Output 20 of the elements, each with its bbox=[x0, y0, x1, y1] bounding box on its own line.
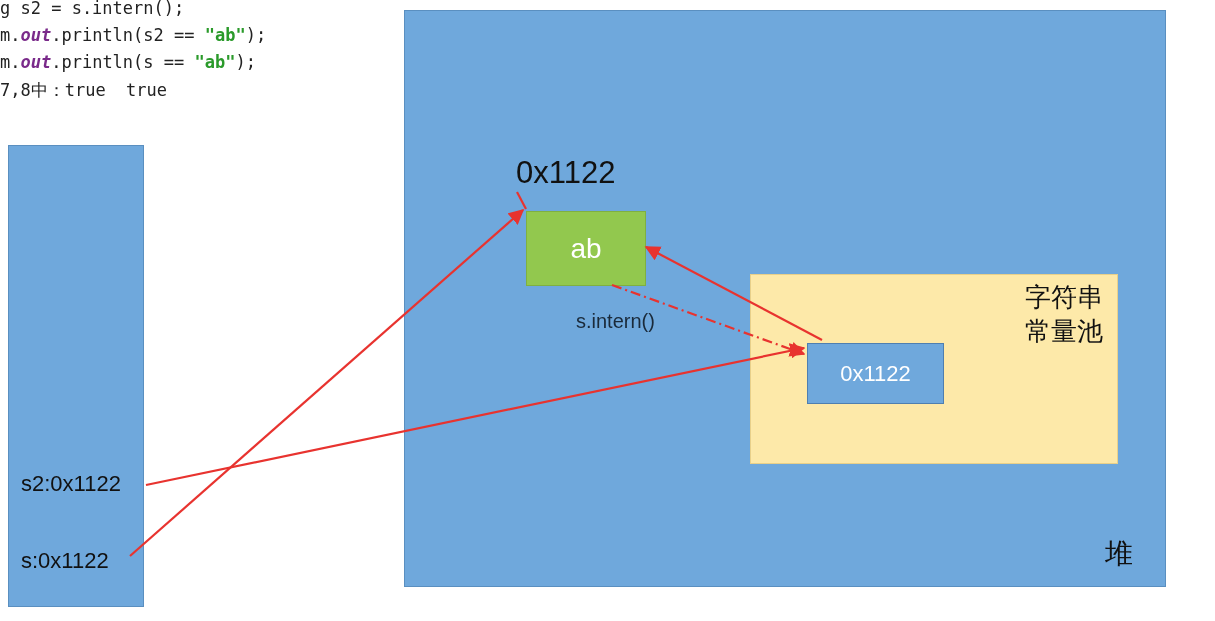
panel-label: 堆 bbox=[1105, 536, 1133, 571]
code-line: g s2 = s.intern(); bbox=[0, 0, 185, 18]
address-label: 0x1122 bbox=[516, 155, 616, 191]
heap-panel bbox=[404, 10, 1166, 587]
arrow bbox=[611, 283, 806, 357]
panel-label: 字符串常量池 bbox=[1024, 281, 1103, 348]
address-box: 0x1122 bbox=[807, 343, 944, 404]
edge-label: s.intern() bbox=[574, 310, 657, 333]
pool-panel bbox=[750, 274, 1118, 464]
stack-panel bbox=[8, 145, 144, 607]
address-label: s2:0x1122 bbox=[21, 471, 121, 497]
arrow bbox=[145, 343, 806, 487]
arrow bbox=[644, 246, 823, 341]
code-line: m.out.println(s == "ab"); bbox=[0, 52, 256, 72]
code-line: 7,8中：true true bbox=[0, 79, 168, 102]
string-box: ab bbox=[526, 211, 646, 286]
arrow bbox=[129, 209, 525, 557]
leader-line bbox=[516, 191, 527, 210]
address-label: s:0x1122 bbox=[21, 548, 109, 574]
code-line: m.out.println(s2 == "ab"); bbox=[0, 25, 267, 45]
